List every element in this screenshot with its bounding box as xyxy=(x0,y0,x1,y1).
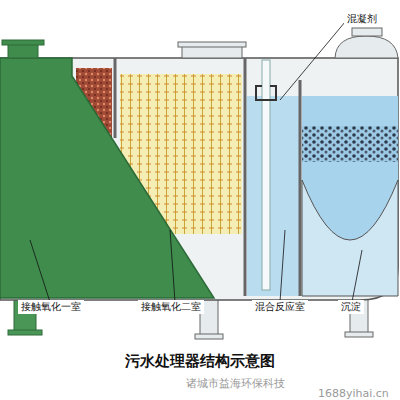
chamber-label: 混合反应室 xyxy=(252,300,308,314)
chamber-label: 接触氧化二室 xyxy=(138,300,204,314)
diagram-title: 污水处理器结构示意图 xyxy=(125,352,275,370)
chamber-label: 沉淀 xyxy=(338,300,364,314)
watermark: 诸城市益海环保科技 xyxy=(186,378,285,390)
watermark: 1688yihai.cn xyxy=(318,388,389,400)
part-label: 混凝剂 xyxy=(344,12,380,26)
chamber-label: 接触氧化一室 xyxy=(18,300,84,314)
